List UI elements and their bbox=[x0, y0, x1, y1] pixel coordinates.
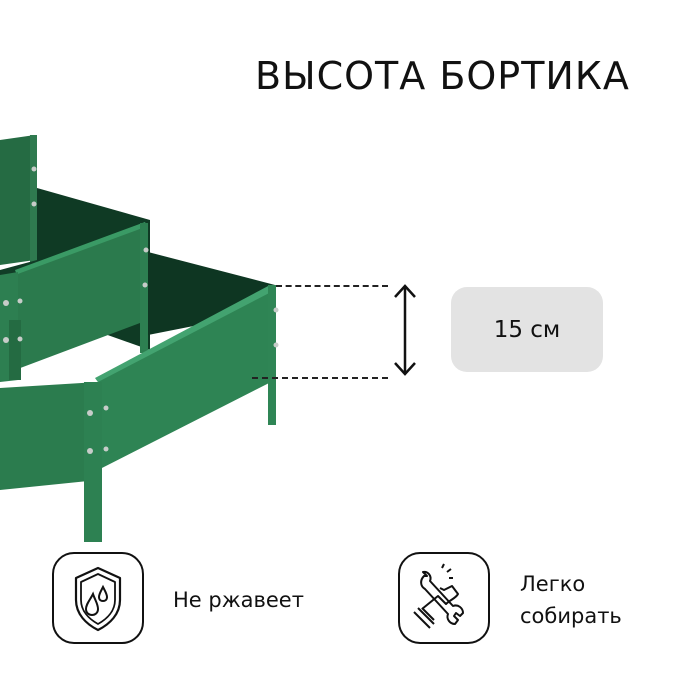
feature-label-rust-proof: Не ржавеет bbox=[173, 588, 304, 612]
dimension-line-bottom bbox=[252, 377, 388, 379]
height-value-badge: 15 см bbox=[451, 287, 603, 372]
garden-bed-illustration bbox=[0, 135, 279, 542]
rust-proof-feature-icon-box bbox=[52, 552, 144, 644]
page-title: ВЫСОТА БОРТИКА bbox=[255, 54, 630, 98]
dimension-line-top bbox=[276, 285, 388, 287]
hand-wrench-icon bbox=[413, 563, 464, 629]
easy-assembly-feature-icon-box bbox=[398, 552, 490, 644]
double-arrow-icon bbox=[394, 284, 416, 376]
feature-label-line2: собирать bbox=[520, 604, 622, 628]
height-value: 15 см bbox=[493, 316, 561, 343]
feature-label-easy-assembly: Легко собирать bbox=[520, 568, 622, 632]
feature-label-line1: Легко bbox=[520, 572, 586, 596]
shield-water-drops-icon bbox=[74, 566, 122, 632]
